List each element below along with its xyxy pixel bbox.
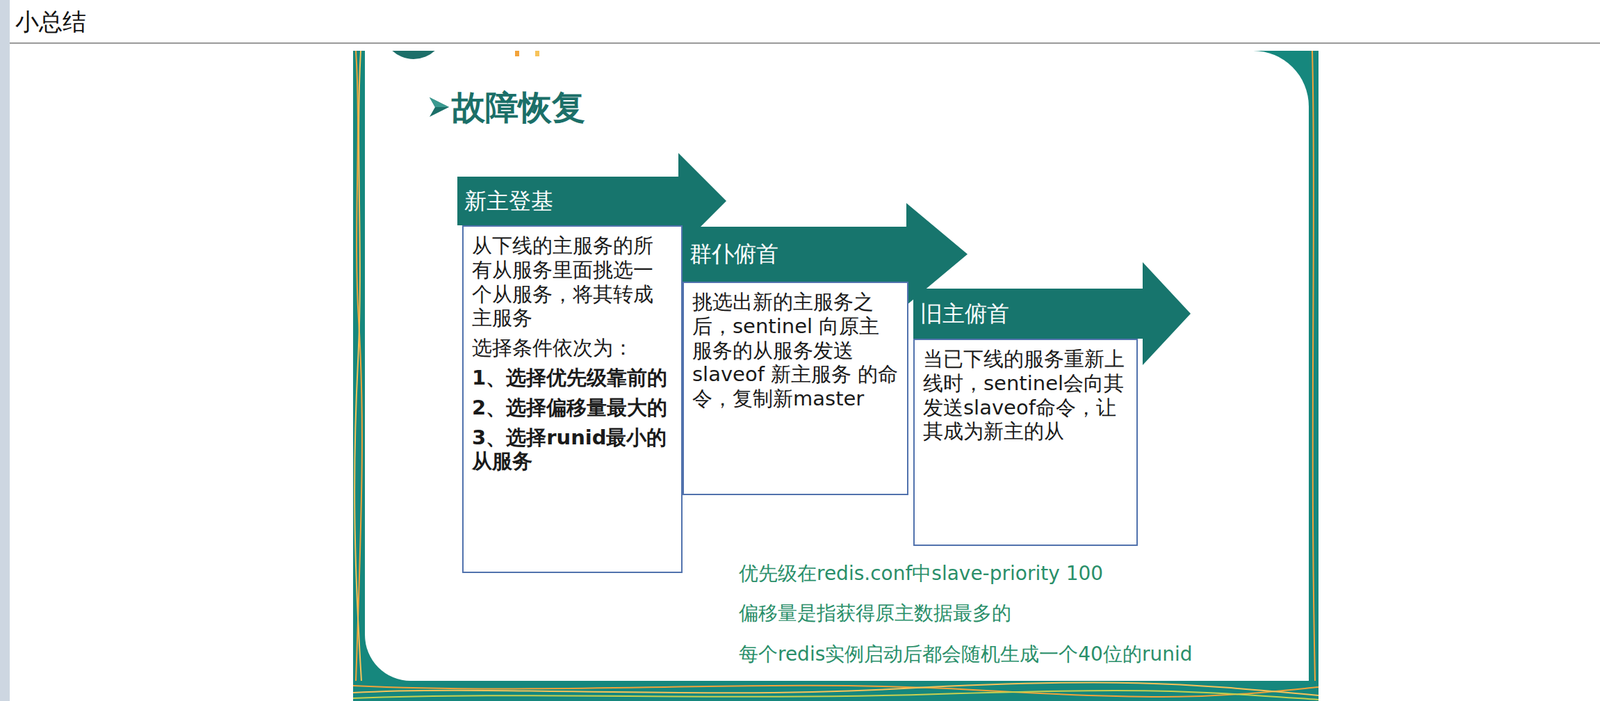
description-box: 挑选出新的主服务之后，sentinel 向原主服务的从服务发送 slaveof … (682, 281, 909, 495)
window-title: 小总结 (15, 6, 87, 37)
title-holder: 故障恢复 (451, 86, 586, 128)
condition-item: 3、选择runid最小的从服务 (471, 425, 673, 475)
title-bullet (429, 97, 450, 108)
slide-frame (353, 50, 1319, 701)
body-text: 挑选出新的主服务之后，sentinel 向原主服务的从服务发送 slaveof … (692, 289, 899, 411)
frame-pattern (515, 50, 520, 57)
frame-pattern (354, 50, 362, 681)
note-text: 优先级在redis.conf中slave-priority 100 (738, 561, 1104, 586)
frame-pattern (353, 681, 1319, 696)
note-text: 偏移量是指获得原主数据最多的 (738, 601, 1012, 625)
corner-dot (382, 50, 445, 60)
note-text: 每个redis实例启动后都会随机生成一个40位的runid (738, 642, 1193, 666)
frame-pattern (353, 690, 1319, 700)
label-holder: 优先级在redis.conf中slave-priority 100 (738, 561, 1104, 586)
label-holder: 每个redis实例启动后都会随机生成一个40位的runid (738, 642, 1193, 666)
condition-item: 1、选择优先级靠前的 (471, 365, 673, 390)
description-box: 当已下线的服务重新上线时，sentinel会向其发送slaveof命令，让其成为… (913, 338, 1138, 546)
description-box: 从下线的主服务的所有从服务里面挑选一个从服务，将其转成主服务选择条件依次为： 1、… (462, 225, 683, 573)
slide-title: 故障恢复 (451, 86, 586, 128)
label-holder: 小总结 (15, 6, 87, 37)
condition-item: 2、选择偏移量最大的 (471, 395, 673, 420)
window-edge (0, 0, 10, 701)
label-holder: 偏移量是指获得原主数据最多的 (738, 601, 1012, 625)
step-title: 旧主俯首 (913, 288, 1017, 339)
body-text: 选择条件依次为： (471, 335, 673, 361)
step-title: 新主登基 (457, 176, 561, 226)
title-bullet (429, 97, 450, 117)
frame-pattern (1312, 50, 1316, 681)
body-text: 从下线的主服务的所有从服务里面挑选一个从服务，将其转成主服务 (471, 233, 673, 331)
header-rule (9, 42, 1600, 44)
step-title: 群仆俯首 (682, 226, 786, 282)
window-header (9, 0, 1600, 43)
slide-content-area (364, 50, 1309, 681)
frame-pattern (535, 50, 540, 57)
body-text: 当已下线的服务重新上线时，sentinel会向其发送slaveof命令，让其成为… (923, 346, 1129, 444)
